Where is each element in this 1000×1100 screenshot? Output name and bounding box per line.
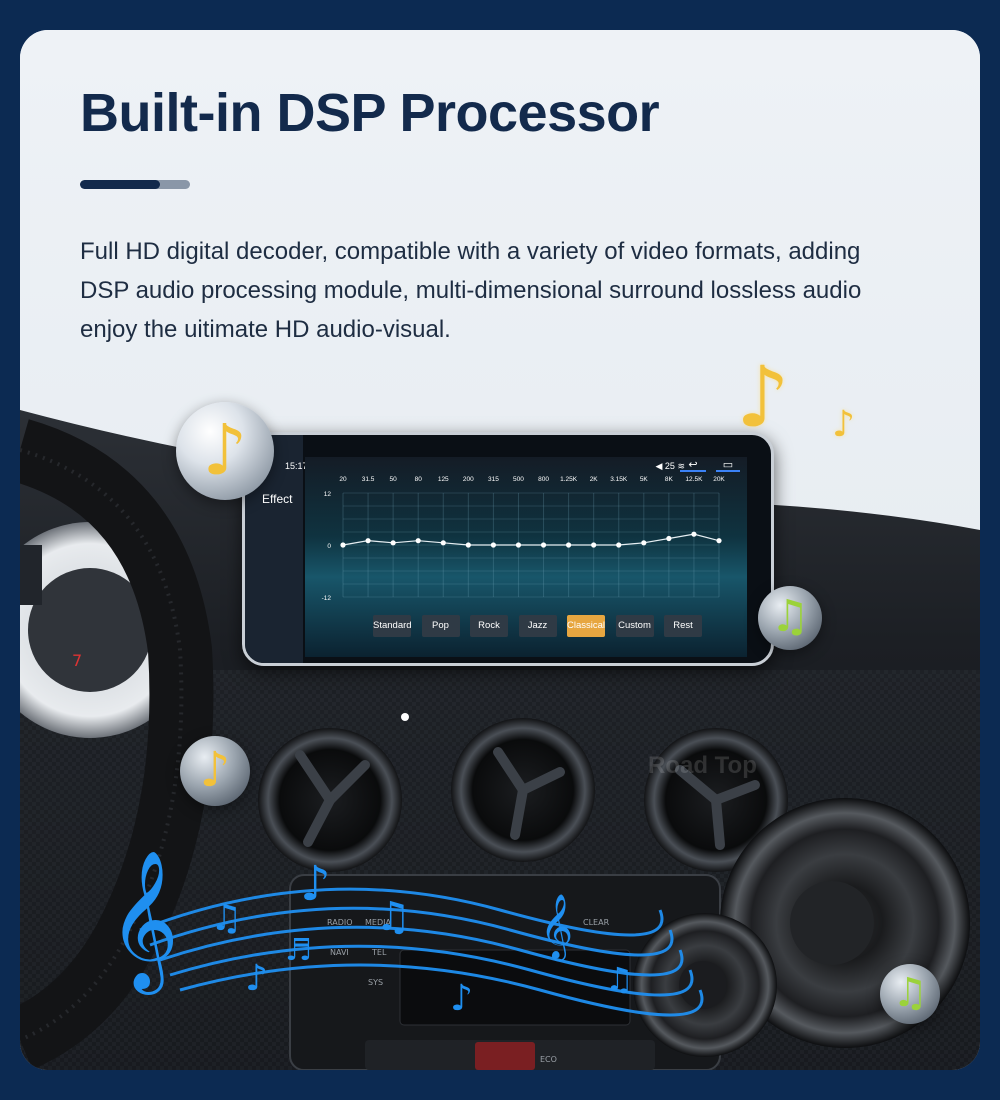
eq-band-point <box>490 542 496 548</box>
note-bubble-left: ♪ <box>180 736 250 806</box>
eq-band-point <box>515 542 522 548</box>
music-note-icon: ♪ <box>202 409 248 491</box>
preset-button-classical[interactable]: Classical <box>567 615 605 637</box>
eq-frequency-label: 50 <box>390 476 398 483</box>
page-title: Built-in DSP Processor <box>80 83 660 143</box>
svg-text:7: 7 <box>72 651 82 670</box>
svg-text:CLEAR: CLEAR <box>583 918 610 927</box>
volume-icon: ◀ <box>655 461 663 471</box>
head-unit-screen: ⌂ 15:17 Effect ◀ 25 ≋ ↩ ▭ 2031.550801252… <box>242 432 774 666</box>
eq-band-point <box>365 538 371 544</box>
music-note-icon: ♫ <box>770 591 810 642</box>
status-bar: ◀ 25 ≋ <box>655 461 685 472</box>
watermark: Road Top <box>648 752 757 779</box>
eq-y-label: 12 <box>324 491 332 498</box>
eq-frequency-label: 500 <box>513 476 524 483</box>
promo-card: Built-in DSP Processor Full HD digital d… <box>20 30 980 1070</box>
eq-band-point <box>666 535 672 542</box>
preset-button-rest[interactable]: Rest <box>664 615 702 637</box>
note-bubble-top-left: ♪ <box>176 402 274 500</box>
eq-frequency-label: 3.15K <box>610 476 628 483</box>
preset-button-custom[interactable]: Custom <box>615 615 654 637</box>
svg-text:𝄞: 𝄞 <box>540 894 573 961</box>
music-note-icon: ♪ <box>832 404 855 445</box>
eq-band-point <box>440 540 446 546</box>
eq-band-point <box>390 540 396 546</box>
svg-text:TEL: TEL <box>371 948 387 957</box>
svg-text:♪: ♪ <box>300 856 331 912</box>
eq-y-label: -12 <box>322 595 332 602</box>
preset-button-standard[interactable]: Standard <box>373 615 411 637</box>
eq-band-point <box>641 540 647 546</box>
svg-text:ECO: ECO <box>540 1055 557 1064</box>
eq-frequency-label: 315 <box>488 476 499 483</box>
eq-band-point <box>716 538 722 544</box>
volume-level: 25 <box>664 461 675 471</box>
eq-frequency-label: 20K <box>713 476 725 483</box>
eq-y-label: 0 <box>327 543 331 550</box>
eq-frequency-label: 125 <box>438 476 449 483</box>
eq-frequency-label: 80 <box>415 476 423 483</box>
music-note-icon: ♪ <box>736 348 790 446</box>
svg-text:♬: ♬ <box>285 933 312 968</box>
clock-time: 15:17 <box>285 461 308 471</box>
eq-band-point <box>465 542 471 548</box>
eq-band-point <box>340 542 346 548</box>
svg-text:𝄞: 𝄞 <box>108 850 179 995</box>
eq-band-point <box>566 542 572 548</box>
svg-text:♫: ♫ <box>605 960 634 998</box>
eq-frequency-label: 5K <box>640 476 649 483</box>
eq-curve <box>342 533 720 546</box>
svg-text:♫: ♫ <box>210 898 242 939</box>
note-bubble-screen-right: ♫ <box>758 586 822 650</box>
back-icon[interactable]: ↩ <box>680 458 706 472</box>
eq-frequency-label: 8K <box>665 476 674 483</box>
window-icon[interactable]: ▭ <box>716 458 740 472</box>
preset-button-pop[interactable]: Pop <box>421 615 460 637</box>
svg-text:♪: ♪ <box>450 978 473 1019</box>
eq-frequency-label: 2K <box>590 476 599 483</box>
sidebar-item-effect[interactable]: Effect <box>262 492 293 506</box>
eq-band-point <box>616 542 622 548</box>
preset-button-rock[interactable]: Rock <box>470 615 508 637</box>
eq-frequency-label: 1.25K <box>560 476 578 483</box>
console-label: RADIO <box>327 918 353 927</box>
eq-band-point <box>591 542 597 548</box>
eq-frequency-label: 31.5 <box>362 476 375 483</box>
svg-text:♪: ♪ <box>245 958 268 999</box>
note-bubble-bottom-right: ♫ <box>880 964 940 1024</box>
eq-frequency-label: 800 <box>538 476 549 483</box>
preset-button-jazz[interactable]: Jazz <box>518 615 557 637</box>
eq-band-point <box>540 542 547 548</box>
svg-text:♫: ♫ <box>375 894 411 940</box>
svg-text:NAVI: NAVI <box>330 948 349 957</box>
description: Full HD digital decoder, compatible with… <box>80 238 862 343</box>
eq-frequency-label: 200 <box>463 476 474 483</box>
wifi-icon: ≋ <box>677 461 685 471</box>
music-note-icon: ♫ <box>892 970 928 1016</box>
svg-text:MEDIA: MEDIA <box>365 918 391 927</box>
eq-band-point <box>415 538 421 544</box>
eq-band-point <box>691 531 697 537</box>
eq-frequency-label: 20 <box>339 476 347 483</box>
equalizer-chart[interactable]: 20 31.5 50 80 125 200 315 500 800 1.25K 2K 3.15K 5K 8… <box>305 475 747 615</box>
eq-frequency-label: 12.5K <box>685 476 703 483</box>
title-underline-fill <box>80 180 160 189</box>
title-underline <box>80 180 190 189</box>
music-note-icon: ♪ <box>199 742 231 798</box>
svg-text:SYS: SYS <box>368 978 383 987</box>
